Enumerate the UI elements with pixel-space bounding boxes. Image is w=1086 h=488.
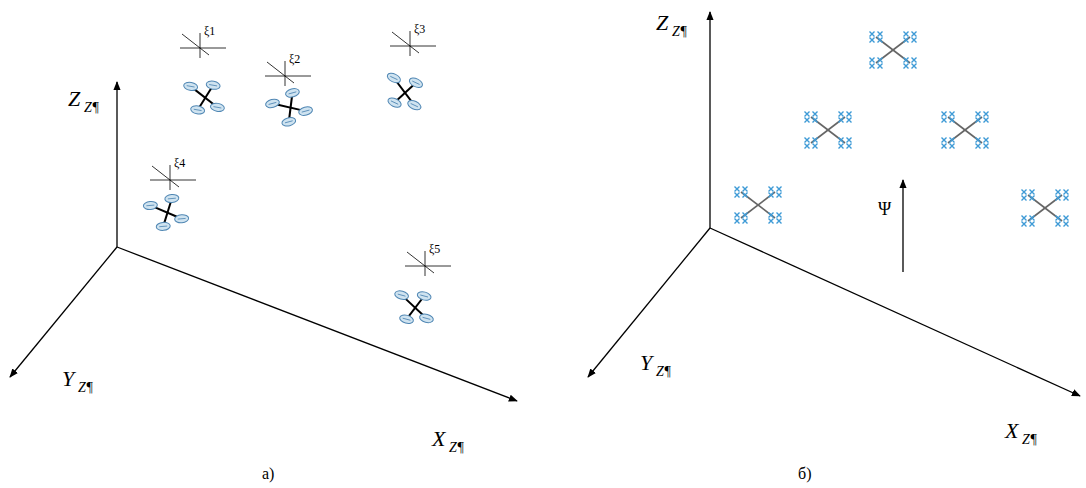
axis-subscript: Z¶ xyxy=(672,25,687,39)
axis-subscript: Z¶ xyxy=(1022,433,1037,447)
axis-subscript: Z¶ xyxy=(449,441,464,455)
panel-caption: б) xyxy=(798,466,811,482)
angle-label: ξ3 xyxy=(414,23,425,35)
angle-marker xyxy=(405,251,451,276)
drone xyxy=(377,67,432,117)
angle-label: ξ4 xyxy=(174,157,185,169)
angle-marker xyxy=(390,31,436,56)
axis-subscript: Z¶ xyxy=(84,101,99,115)
quadcopter-icon xyxy=(870,32,917,69)
drone xyxy=(263,85,315,130)
drones-a xyxy=(143,31,451,330)
axis-letter: Z xyxy=(656,12,668,34)
rotation-symbol: Ψ xyxy=(878,200,891,218)
angle-label: ξ5 xyxy=(429,243,440,255)
axis-letter: Z xyxy=(68,88,80,110)
axis-letter: X xyxy=(432,428,445,450)
angle-label: ξ2 xyxy=(289,53,300,65)
axis-subscript: Z¶ xyxy=(656,365,671,379)
drone xyxy=(388,285,440,330)
axes-b xyxy=(588,12,1080,396)
angle-marker xyxy=(265,61,311,86)
quadcopter-icon xyxy=(1022,190,1069,227)
quadcopter-icon xyxy=(805,112,852,149)
drones-b xyxy=(735,32,1069,227)
axes-a xyxy=(10,82,517,401)
axis-letter: X xyxy=(1005,420,1018,442)
axis-letter: Y xyxy=(62,368,74,390)
quadcopter-icon xyxy=(942,112,989,149)
angle-marker xyxy=(180,33,226,58)
axis-letter: Y xyxy=(640,352,652,374)
angle-marker xyxy=(150,165,196,190)
drone xyxy=(143,193,190,232)
drone xyxy=(179,76,228,118)
angle-label: ξ1 xyxy=(204,25,215,37)
axis-subscript: Z¶ xyxy=(78,381,93,395)
quadcopter-icon xyxy=(735,187,782,224)
panel-caption: а) xyxy=(262,466,274,482)
